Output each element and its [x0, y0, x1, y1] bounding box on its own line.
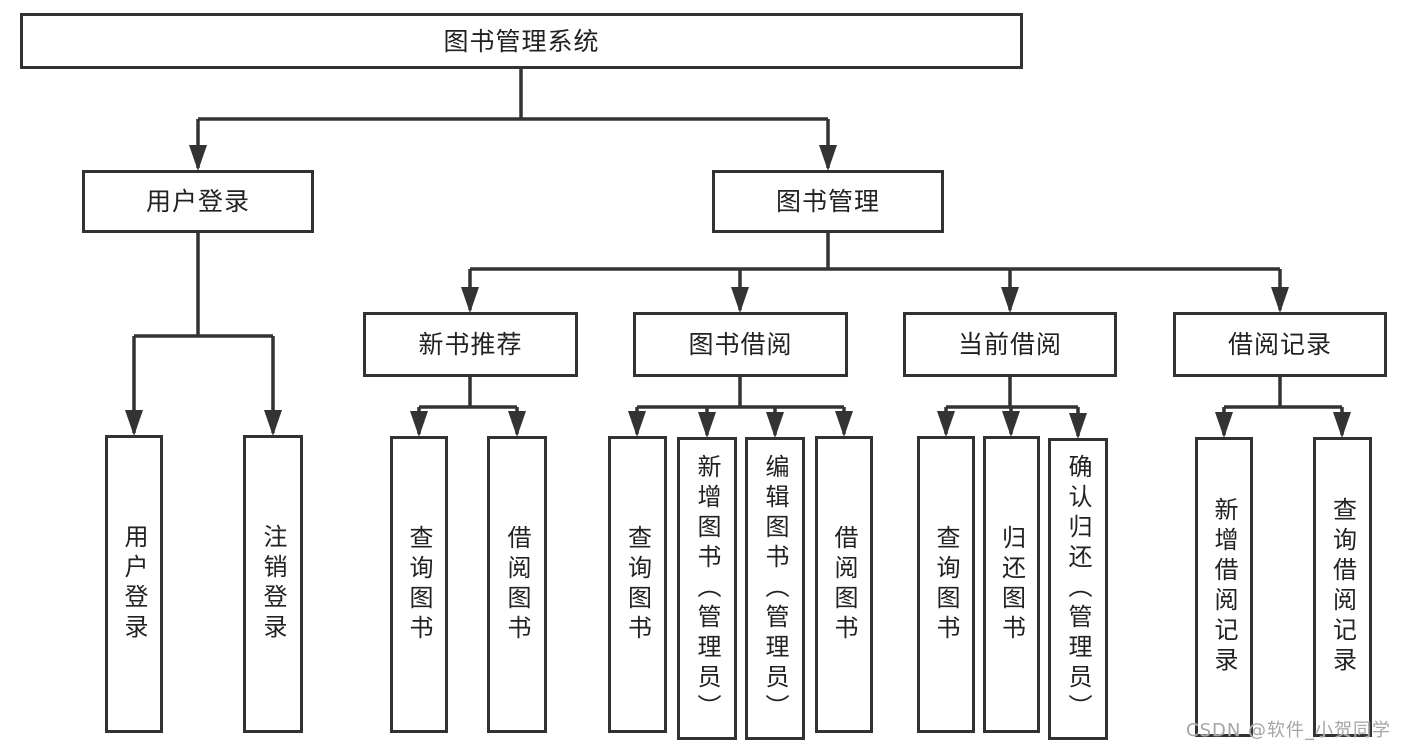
node-leaf-nbr-borrow-books: 借阅图书 — [487, 436, 547, 733]
connector-user-login-children — [132, 233, 275, 433]
connector-new-book-recommend-children — [417, 377, 519, 434]
node-leaf-bb-query-books: 查询图书 — [608, 436, 667, 733]
node-leaf-bb-edit-books: 编辑图书（管理员） — [745, 437, 805, 740]
connector-book-borrowing-children — [635, 377, 846, 435]
connector-root-to-level2 — [196, 69, 830, 168]
arrowheads — [125, 145, 1351, 439]
node-leaf-cb-confirm-return: 确认归还（管理员） — [1048, 438, 1108, 740]
node-leaf-user-login: 用户登录 — [105, 435, 163, 733]
node-leaf-cb-query-books: 查询图书 — [917, 436, 975, 733]
node-root: 图书管理系统 — [20, 13, 1023, 69]
node-leaf-br-query-record: 查询借阅记录 — [1313, 437, 1372, 737]
node-current-borrowing: 当前借阅 — [903, 312, 1117, 377]
watermark: CSDN @软件_小贺同学 — [1186, 720, 1392, 741]
node-book-management: 图书管理 — [712, 170, 944, 233]
node-borrowing-records: 借阅记录 — [1173, 312, 1387, 377]
node-leaf-logout: 注销登录 — [243, 435, 303, 733]
node-leaf-br-add-record: 新增借阅记录 — [1195, 437, 1253, 737]
node-leaf-nbr-query-books: 查询图书 — [390, 436, 448, 733]
node-new-book-recommend: 新书推荐 — [363, 312, 578, 377]
connector-book-management-children — [468, 233, 1282, 310]
node-book-borrowing: 图书借阅 — [633, 312, 848, 377]
node-leaf-bb-borrow-books: 借阅图书 — [815, 436, 873, 733]
connector-borrowing-records-children — [1222, 377, 1344, 435]
node-leaf-cb-return-books: 归还图书 — [983, 436, 1040, 733]
node-user-login: 用户登录 — [82, 170, 314, 233]
node-leaf-bb-add-books: 新增图书（管理员） — [677, 437, 737, 740]
